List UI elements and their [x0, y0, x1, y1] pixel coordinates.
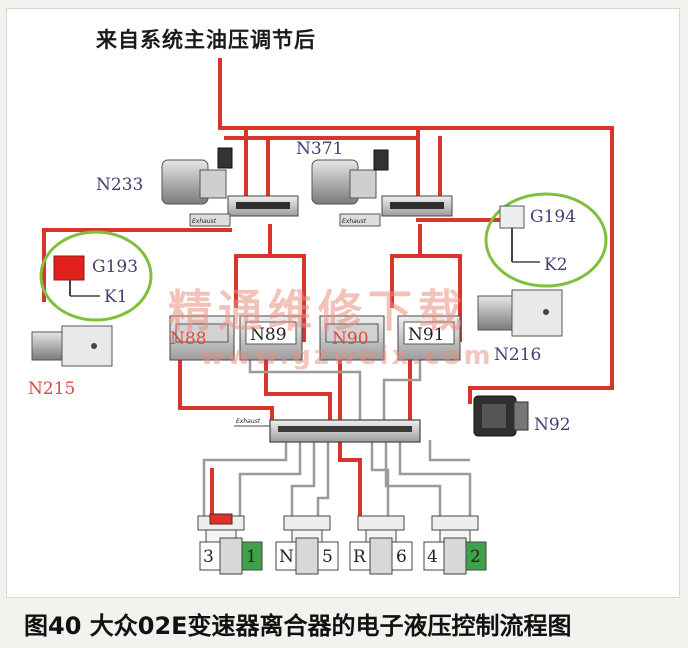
sensor-g193 — [39, 230, 153, 322]
exhaust-manifold: Exhaust — [234, 418, 421, 443]
label-g194: G194 — [530, 207, 576, 227]
label-n90: N90 — [332, 329, 369, 349]
figure-caption: 图40 大众02E变速器离合器的电子液压控制流程图 — [24, 612, 572, 640]
exhaust-label-n233: Exhaust — [192, 218, 217, 225]
solenoid-n233: Exhaust — [161, 147, 299, 227]
exhaust-label-bottom: Exhaust — [236, 418, 261, 425]
label-n89: N89 — [250, 325, 287, 345]
gear-slot-2-left: N — [279, 547, 294, 567]
solenoid-n215 — [31, 325, 113, 367]
pressure-lines — [42, 58, 614, 522]
label-n92: N92 — [534, 415, 571, 435]
label-k2: K2 — [544, 255, 568, 275]
watermark-chinese: 精通维修下载 — [168, 286, 468, 337]
solenoid-n216 — [477, 289, 563, 337]
exhaust-label-n371: Exhaust — [342, 218, 367, 225]
gear-slot-3-right: 6 — [396, 547, 407, 567]
diagram-frame — [6, 8, 680, 598]
label-n371: N371 — [296, 139, 343, 159]
label-k1: K1 — [104, 287, 128, 307]
gear-slot-4-left: 4 — [427, 547, 438, 567]
solenoid-n92 — [473, 395, 529, 437]
gear-slot-4: 4 2 — [423, 537, 487, 575]
label-n88: N88 — [170, 329, 207, 349]
gear-slot-3-left: R — [353, 547, 367, 567]
diagram-title: 来自系统主油压调节后 — [96, 28, 316, 52]
return-lines — [202, 356, 472, 520]
label-n91: N91 — [408, 325, 445, 345]
valve-n91 — [397, 315, 461, 361]
gear-slot-1: 3 1 — [199, 537, 263, 575]
label-n233: N233 — [96, 175, 143, 195]
gear-slot-2: N 5 — [275, 537, 339, 575]
gear-slot-2-right: 5 — [322, 547, 333, 567]
solenoid-n371: Exhaust — [311, 149, 453, 227]
gear-slot-3: R 6 — [349, 537, 413, 575]
gear-slot-1-right: 1 — [246, 547, 257, 567]
label-n216: N216 — [494, 345, 541, 365]
piston-4 — [431, 515, 479, 543]
valve-n90 — [319, 315, 385, 361]
valve-n88 — [169, 315, 235, 361]
gear-slot-4-right: 2 — [470, 547, 481, 567]
sensor-g194 — [484, 192, 608, 288]
label-n215: N215 — [28, 379, 75, 399]
watermark-url: www.gzweix.com — [200, 341, 494, 371]
gear-slot-1-left: 3 — [203, 547, 214, 567]
label-g193: G193 — [92, 257, 138, 277]
valve-n89 — [239, 315, 303, 361]
